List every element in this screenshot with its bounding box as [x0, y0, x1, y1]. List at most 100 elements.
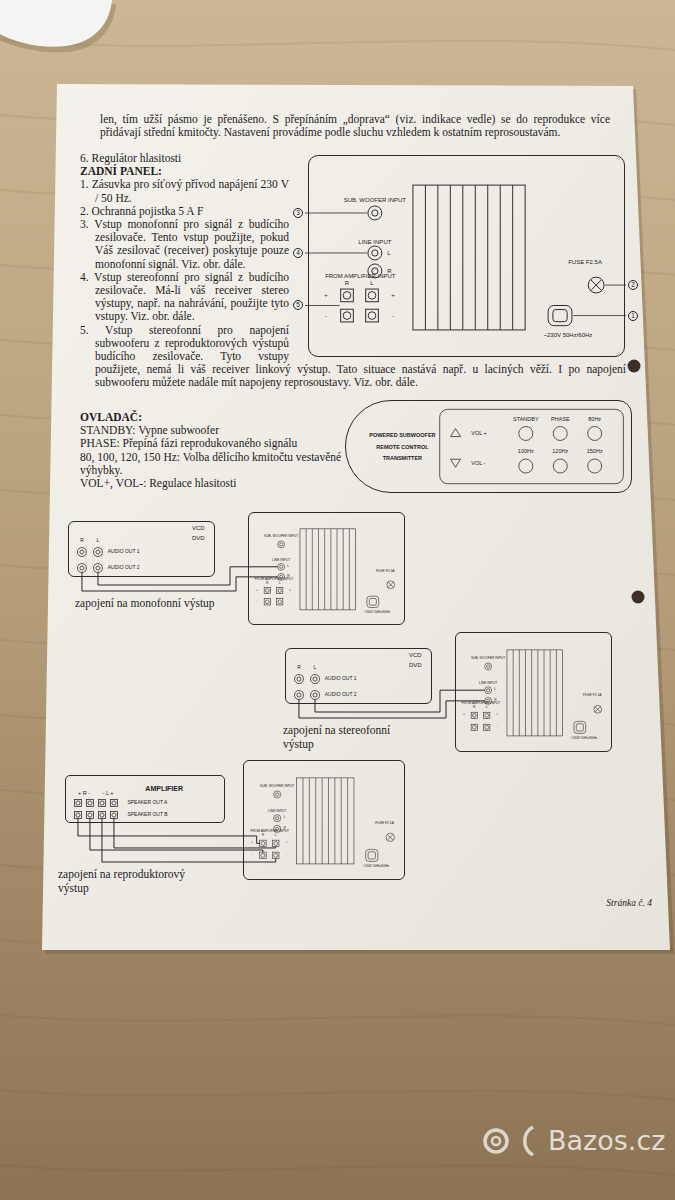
jack-socket [294, 691, 303, 700]
jack-socket-inner [80, 550, 84, 554]
binding-post [260, 840, 266, 846]
signal-cable [102, 823, 243, 862]
jack-socket-inner [96, 566, 100, 570]
part-label: LINE INPUT [272, 559, 290, 563]
jack-socket-inner [372, 250, 378, 256]
part-label: R [345, 280, 349, 287]
binding-post [86, 799, 93, 806]
callout-number: 5 [293, 300, 303, 310]
heat-sink-fin [462, 185, 463, 330]
watermark: Bazos.cz [548, 1125, 665, 1157]
jack-socket-inner [313, 677, 317, 681]
part-label: R [266, 582, 268, 586]
part-label: L [387, 250, 390, 257]
part-label: PHASE [551, 416, 570, 422]
binding-post-knob [88, 813, 92, 817]
part-label: 150Hz [587, 448, 603, 454]
cable-end [248, 566, 278, 567]
signal-cable [114, 823, 243, 848]
jack-socket-inner [297, 693, 301, 697]
part-label: + [496, 714, 498, 718]
part-label: - L + [103, 790, 114, 796]
heat-sink-fin [302, 778, 303, 864]
remote-button [553, 426, 567, 440]
binding-post [264, 599, 270, 605]
jack-socket [93, 548, 102, 557]
jack-socket [294, 675, 303, 684]
jack-socket [278, 563, 285, 570]
part-label: - [286, 854, 287, 858]
watermark-logo [525, 1127, 533, 1155]
jack-socket [485, 663, 492, 670]
player-box: VCDDVDRLAUDIO OUT 1AUDIO OUT 2 [285, 648, 432, 704]
binding-post [86, 811, 93, 818]
binding-post [471, 712, 477, 718]
fuse-holder [588, 277, 604, 293]
part-label: + R - [78, 790, 90, 796]
part-label: SUB. WOOFER INPUT [264, 536, 298, 540]
binding-post-knob [261, 841, 265, 845]
part-label: FUSE F2.5A [376, 570, 395, 574]
part-label: FROM AMPLIFIER INPUT [255, 578, 294, 582]
part-label: L [486, 706, 488, 710]
watermark-logo [485, 1130, 507, 1152]
callout-number: 2 [628, 280, 638, 290]
panel-art [264, 529, 394, 610]
cable-end [243, 859, 276, 862]
binding-post [366, 309, 379, 322]
binding-post-knob [472, 726, 476, 730]
binding-post [110, 811, 117, 818]
jack-socket [310, 675, 319, 684]
part-label: + [285, 842, 287, 846]
part-label: ~230V 50Hz/60Hz [544, 331, 593, 338]
list-item: 6. Regulátor hlasitosti [80, 152, 626, 165]
part-label: LINE INPUT [479, 682, 497, 686]
part-label: ~230V 50Hz/60Hz [362, 865, 389, 869]
binding-post [484, 712, 490, 718]
heat-sink-fin [437, 185, 438, 330]
part-label: R [80, 538, 84, 544]
cable-end [243, 850, 263, 852]
binding-post-knob [472, 714, 476, 718]
power-socket-inner [368, 852, 375, 859]
heat-sink [297, 778, 354, 864]
binding-post [110, 799, 117, 806]
binding-post-knob [368, 292, 376, 300]
jack-socket-inner [276, 817, 279, 820]
heat-sink-fin [306, 529, 307, 610]
heat-sink-fin [544, 650, 545, 736]
fuse-cross [591, 280, 602, 291]
remote-button [553, 459, 567, 473]
jack-socket-inner [280, 543, 283, 546]
control-description: PHASE: Přepíná fázi reprodukovaného sign… [80, 437, 342, 450]
volume-button [450, 429, 460, 437]
wood-grain [0, 1015, 675, 1025]
power-socket-inner [576, 724, 583, 731]
heat-sink-fin [525, 650, 526, 736]
amplifier-box: AMPLIFIER+ R -- L +SPEAKER OUT ASPEAKER … [65, 775, 225, 823]
part-label: AUDIO OUT 1 [325, 676, 357, 682]
binding-post-knob [343, 292, 351, 300]
subwoofer-rear-panel: SUB. WOOFER INPUTLINE INPUTLRFROM AMPLIF… [243, 760, 405, 880]
remote-button [519, 459, 533, 473]
part-label: VOL - [471, 460, 485, 466]
heat-sink-fin [334, 778, 335, 864]
callout-number: 4 [293, 248, 303, 258]
binding-post-knob [343, 312, 351, 320]
jack-socket [274, 791, 281, 798]
body-text: len, tím užší pásmo je přenášeno. S přep… [100, 113, 610, 139]
player-box: VCDDVDRLAUDIO OUT 1AUDIO OUT 2 [68, 521, 215, 577]
binding-post-knob [485, 714, 489, 718]
binding-post [341, 289, 354, 302]
binding-post [98, 799, 105, 806]
text-column: OVLADAČ:STANDBY: Vypne subwooferPHASE: P… [80, 411, 342, 490]
punch-hole [628, 360, 641, 373]
part-label: FUSE F2.5A [583, 694, 602, 698]
heat-sink-fin [550, 650, 551, 736]
jack-socket-inner [313, 693, 317, 697]
fuse-cross [388, 582, 393, 587]
binding-post-knob [278, 600, 282, 604]
fuse-holder [386, 833, 394, 841]
